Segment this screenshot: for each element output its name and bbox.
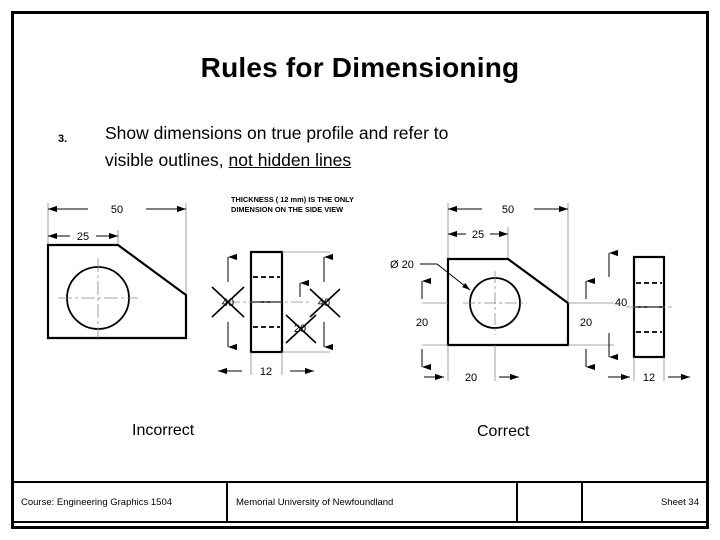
correct-dim-right-overall-height: 40 — [615, 297, 627, 309]
caption-correct: Correct — [477, 423, 530, 440]
note-line1: THICKNESS ( 12 mm) IS THE ONLY — [231, 195, 354, 204]
rule-text-line2-underlined: not hidden lines — [228, 150, 352, 170]
thickness-note: THICKNESS ( 12 mm) IS THE ONLY DIMENSION… — [231, 195, 354, 214]
incorrect-side-view: 40 40 20 — [211, 250, 341, 378]
note-line2: DIMENSION ON THE SIDE VIEW — [231, 205, 343, 214]
caption-incorrect: Incorrect — [132, 422, 195, 439]
engineering-drawings: 50 25 THICKNESS ( 12 mm) IS THE ONLY DIM… — [0, 185, 720, 420]
rule-number: 3. — [58, 133, 68, 145]
page-title: Rules for Dimensioning — [200, 52, 520, 83]
correct-dim-50: 50 — [502, 204, 514, 216]
correct-dim-12: 12 — [643, 372, 655, 384]
correct-front-view: 50 25 Ø 20 20 — [390, 203, 627, 384]
footer-table: Course: Engineering Graphics 1504 Memori… — [11, 481, 709, 523]
rule-text-line2-plain: visible outlines, — [105, 150, 229, 170]
incorrect-dim-50: 50 — [111, 204, 123, 216]
correct-dim-25: 25 — [472, 229, 484, 241]
correct-dim-left-height: 20 — [416, 317, 428, 329]
incorrect-dim-12: 12 — [260, 366, 272, 378]
correct-dim-bottom-width: 20 — [465, 372, 477, 384]
correct-side-view: 12 — [608, 255, 690, 384]
incorrect-front-view: 50 25 — [46, 203, 188, 340]
footer-blank — [518, 483, 583, 521]
rule-text: Show dimensions on true profile and refe… — [105, 120, 625, 174]
slide-border — [11, 11, 709, 529]
footer-sheet: Sheet 34 — [660, 496, 699, 508]
correct-dim-right-partial-height: 20 — [580, 317, 592, 329]
footer-course: Course: Engineering Graphics 1504 — [13, 483, 228, 521]
rule-text-line1: Show dimensions on true profile and refe… — [105, 123, 449, 143]
incorrect-dim-25: 25 — [77, 231, 89, 243]
correct-dim-hole-diameter: Ø 20 — [390, 259, 414, 271]
footer-institution: Memorial University of Newfoundland — [228, 483, 518, 521]
